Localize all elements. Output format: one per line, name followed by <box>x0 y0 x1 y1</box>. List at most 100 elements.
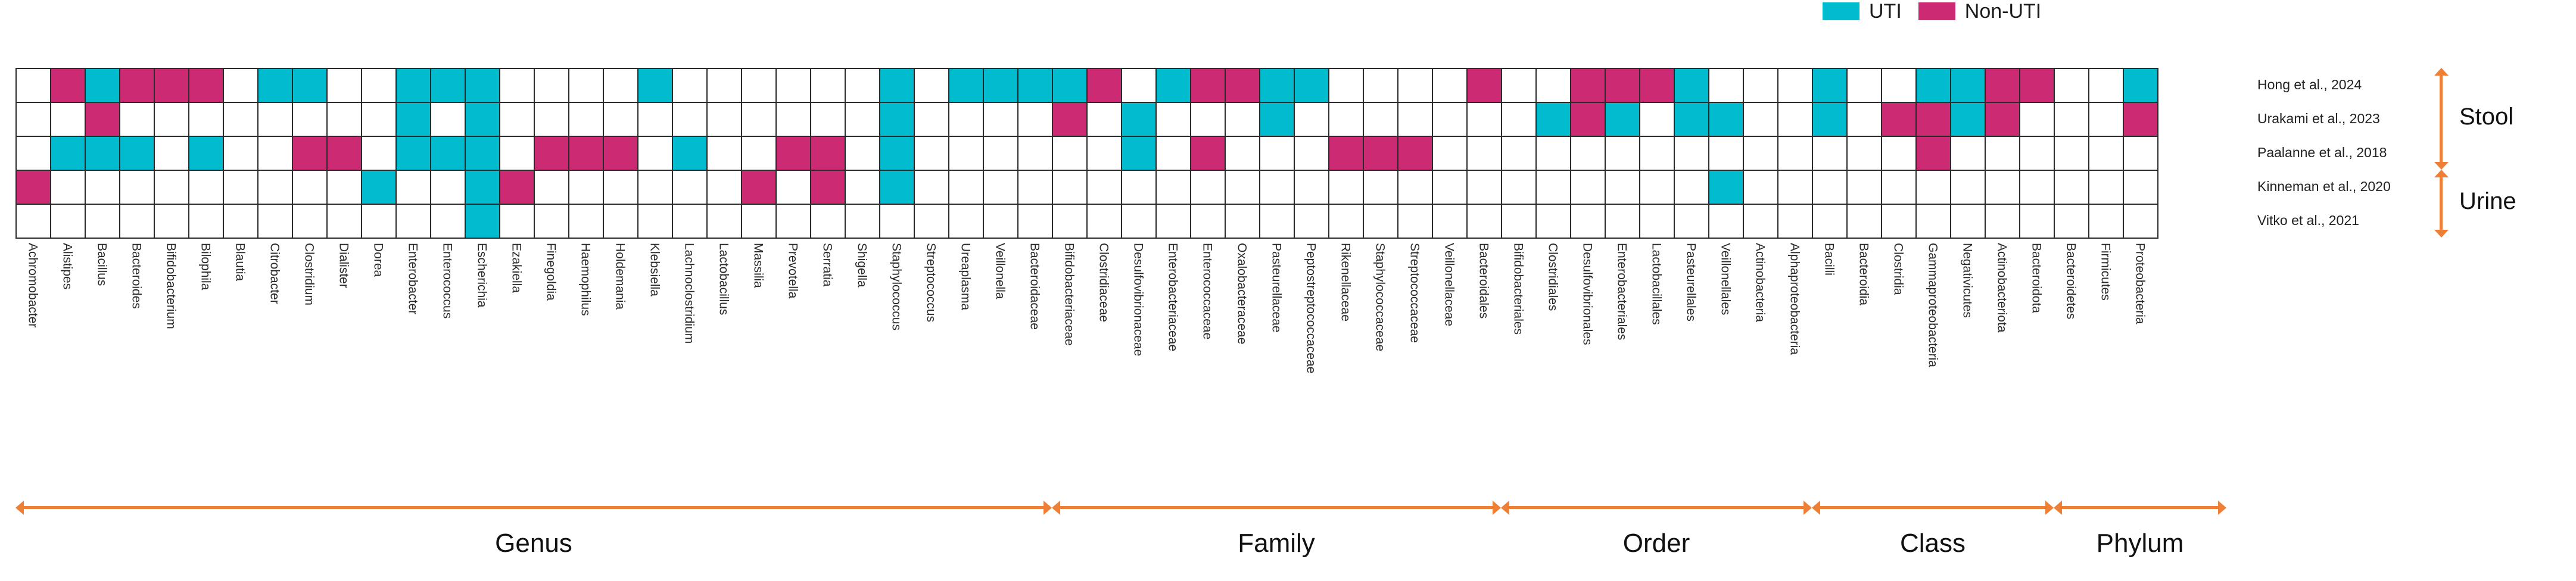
heatmap-cell[interactable] <box>2054 68 2089 103</box>
heatmap-cell[interactable] <box>637 136 673 171</box>
heatmap-cell[interactable] <box>292 204 328 239</box>
heatmap-cell[interactable] <box>154 68 189 103</box>
heatmap-cell[interactable] <box>85 170 120 205</box>
heatmap-cell[interactable] <box>1259 68 1295 103</box>
heatmap-cell[interactable] <box>15 68 51 103</box>
heatmap-cell[interactable] <box>465 204 500 239</box>
heatmap-cell[interactable] <box>85 204 120 239</box>
heatmap-cell[interactable] <box>637 204 673 239</box>
heatmap-cell[interactable] <box>568 102 604 137</box>
heatmap-cell[interactable] <box>1708 204 1744 239</box>
heatmap-cell[interactable] <box>1155 204 1191 239</box>
heatmap-cell[interactable] <box>845 204 880 239</box>
heatmap-cell[interactable] <box>50 170 86 205</box>
heatmap-cell[interactable] <box>983 170 1018 205</box>
heatmap-cell[interactable] <box>1432 102 1468 137</box>
heatmap-cell[interactable] <box>223 68 258 103</box>
heatmap-cell[interactable] <box>1812 102 1848 137</box>
heatmap-cell[interactable] <box>1535 170 1571 205</box>
heatmap-cell[interactable] <box>1466 136 1502 171</box>
heatmap-cell[interactable] <box>1363 204 1398 239</box>
heatmap-cell[interactable] <box>914 136 949 171</box>
heatmap-cell[interactable] <box>1674 102 1709 137</box>
heatmap-cell[interactable] <box>1259 136 1295 171</box>
heatmap-cell[interactable] <box>1915 136 1951 171</box>
heatmap-cell[interactable] <box>1708 68 1744 103</box>
heatmap-cell[interactable] <box>2088 68 2124 103</box>
heatmap-cell[interactable] <box>499 204 535 239</box>
heatmap-cell[interactable] <box>1052 102 1088 137</box>
heatmap-cell[interactable] <box>637 68 673 103</box>
heatmap-cell[interactable] <box>1225 102 1260 137</box>
heatmap-cell[interactable] <box>1017 170 1053 205</box>
heatmap-cell[interactable] <box>395 102 431 137</box>
heatmap-cell[interactable] <box>1846 136 1882 171</box>
heatmap-cell[interactable] <box>672 170 708 205</box>
heatmap-cell[interactable] <box>257 102 293 137</box>
heatmap-cell[interactable] <box>2123 68 2158 103</box>
heatmap-cell[interactable] <box>672 68 708 103</box>
heatmap-cell[interactable] <box>50 102 86 137</box>
heatmap-cell[interactable] <box>1812 204 1848 239</box>
heatmap-cell[interactable] <box>154 102 189 137</box>
heatmap-cell[interactable] <box>85 136 120 171</box>
heatmap-cell[interactable] <box>188 136 224 171</box>
heatmap-cell[interactable] <box>1535 68 1571 103</box>
heatmap-cell[interactable] <box>1881 204 1917 239</box>
heatmap-cell[interactable] <box>1950 204 1986 239</box>
heatmap-cell[interactable] <box>430 68 466 103</box>
heatmap-cell[interactable] <box>1846 170 1882 205</box>
heatmap-cell[interactable] <box>1155 136 1191 171</box>
heatmap-cell[interactable] <box>637 170 673 205</box>
heatmap-cell[interactable] <box>1052 68 1088 103</box>
heatmap-cell[interactable] <box>1397 68 1433 103</box>
heatmap-cell[interactable] <box>1570 170 1606 205</box>
heatmap-cell[interactable] <box>879 102 915 137</box>
heatmap-cell[interactable] <box>1294 136 1329 171</box>
heatmap-cell[interactable] <box>2054 204 2089 239</box>
heatmap-cell[interactable] <box>603 102 638 137</box>
heatmap-cell[interactable] <box>1155 68 1191 103</box>
heatmap-cell[interactable] <box>2088 170 2124 205</box>
heatmap-cell[interactable] <box>672 102 708 137</box>
heatmap-cell[interactable] <box>1052 136 1088 171</box>
heatmap-cell[interactable] <box>2019 204 2055 239</box>
heatmap-cell[interactable] <box>1225 204 1260 239</box>
heatmap-cell[interactable] <box>1190 170 1226 205</box>
heatmap-cell[interactable] <box>810 170 846 205</box>
heatmap-cell[interactable] <box>1950 170 1986 205</box>
heatmap-cell[interactable] <box>1812 170 1848 205</box>
heatmap-cell[interactable] <box>1328 170 1364 205</box>
heatmap-cell[interactable] <box>1777 204 1813 239</box>
heatmap-cell[interactable] <box>879 136 915 171</box>
heatmap-cell[interactable] <box>1881 68 1917 103</box>
heatmap-cell[interactable] <box>85 102 120 137</box>
heatmap-cell[interactable] <box>914 102 949 137</box>
heatmap-cell[interactable] <box>1535 136 1571 171</box>
heatmap-cell[interactable] <box>948 136 984 171</box>
heatmap-cell[interactable] <box>1328 102 1364 137</box>
heatmap-cell[interactable] <box>361 204 397 239</box>
heatmap-cell[interactable] <box>810 204 846 239</box>
heatmap-cell[interactable] <box>775 136 811 171</box>
heatmap-cell[interactable] <box>499 136 535 171</box>
heatmap-cell[interactable] <box>1397 170 1433 205</box>
heatmap-cell[interactable] <box>1121 170 1157 205</box>
heatmap-cell[interactable] <box>119 102 155 137</box>
heatmap-cell[interactable] <box>1501 136 1537 171</box>
heatmap-cell[interactable] <box>1674 204 1709 239</box>
heatmap-cell[interactable] <box>154 136 189 171</box>
heatmap-cell[interactable] <box>1846 102 1882 137</box>
heatmap-cell[interactable] <box>983 136 1018 171</box>
heatmap-cell[interactable] <box>534 102 569 137</box>
heatmap-cell[interactable] <box>1190 68 1226 103</box>
heatmap-cell[interactable] <box>395 136 431 171</box>
heatmap-cell[interactable] <box>1777 170 1813 205</box>
heatmap-cell[interactable] <box>845 170 880 205</box>
heatmap-cell[interactable] <box>603 68 638 103</box>
heatmap-cell[interactable] <box>2123 102 2158 137</box>
heatmap-cell[interactable] <box>1846 68 1882 103</box>
heatmap-cell[interactable] <box>948 102 984 137</box>
heatmap-cell[interactable] <box>672 204 708 239</box>
heatmap-cell[interactable] <box>2123 204 2158 239</box>
